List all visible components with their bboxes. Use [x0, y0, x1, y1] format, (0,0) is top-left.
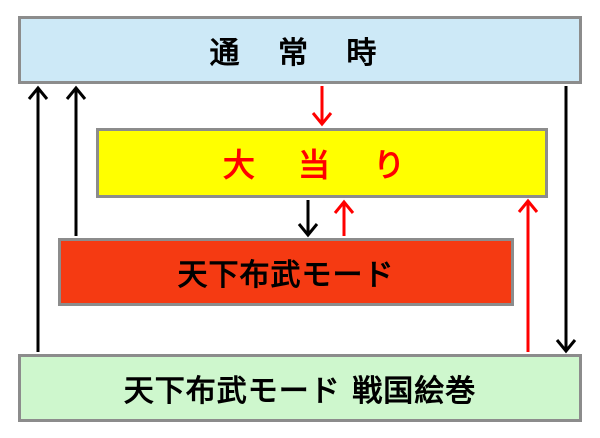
arrow-emaki-to-jackpot — [517, 198, 539, 352]
arrow-normal-to-jackpot — [311, 86, 333, 127]
arrow-emaki-to-normal — [27, 85, 49, 352]
node-normal-state-label: 通 常 時 — [209, 36, 391, 71]
node-jackpot: 大 当 り — [96, 128, 548, 198]
arrow-normal-to-emaki — [555, 86, 577, 354]
node-tenka-emaki-mode-label: 天下布武モード 戦国絵巻 — [123, 374, 477, 409]
arrow-tenka-to-jackpot — [333, 199, 355, 236]
arrow-jackpot-to-tenka — [297, 200, 319, 238]
node-tenka-mode-label: 天下布武モード — [177, 258, 395, 293]
node-tenka-emaki-mode: 天下布武モード 戦国絵巻 — [18, 354, 582, 422]
arrow-tenka-to-normal — [65, 85, 87, 236]
node-normal-state: 通 常 時 — [18, 16, 582, 84]
node-tenka-mode: 天下布武モード — [58, 238, 514, 306]
node-jackpot-label: 大 当 り — [222, 146, 422, 184]
